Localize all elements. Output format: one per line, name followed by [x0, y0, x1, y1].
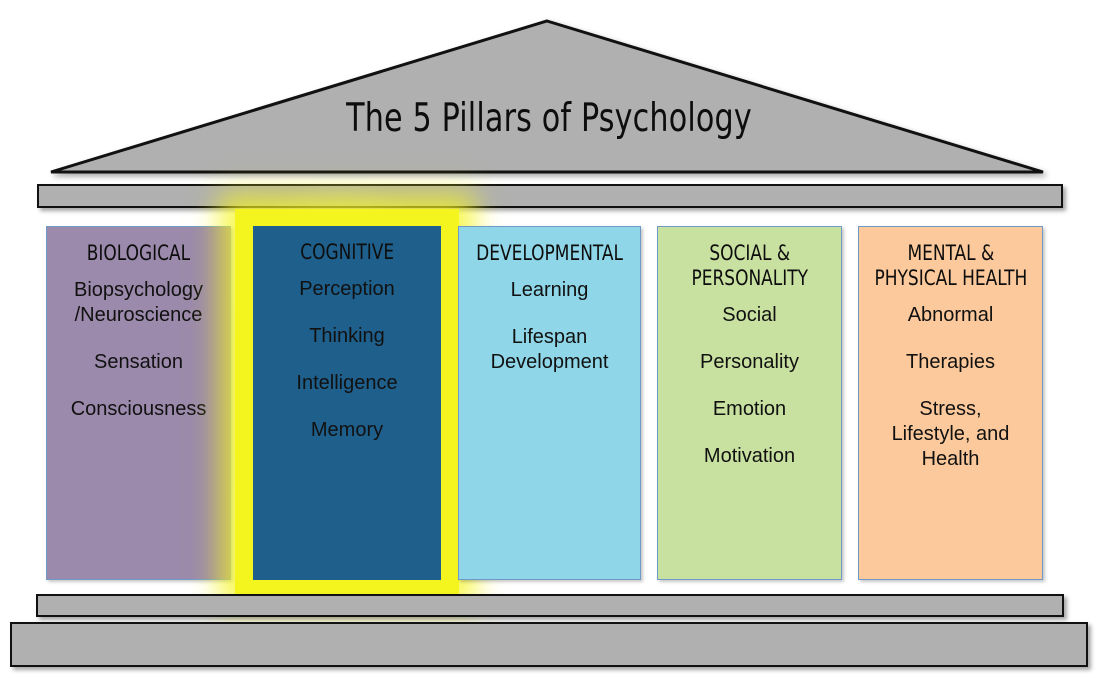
pillar-item[interactable]: Lifespan Development: [490, 326, 609, 373]
pillar-item[interactable]: Social: [722, 304, 777, 326]
pillar-item[interactable]: Biopsychology /Neuroscience: [74, 279, 203, 326]
pillar-item[interactable]: Sensation: [94, 351, 183, 373]
pillar-item[interactable]: Learning: [510, 279, 589, 301]
pillar-item[interactable]: Emotion: [712, 398, 787, 420]
pillar-item[interactable]: Thinking: [309, 325, 385, 347]
pillar-item[interactable]: Intelligence: [296, 372, 398, 394]
pillar-heading-social-personality: SOCIAL & PERSONALITY: [691, 241, 808, 290]
pillar-item[interactable]: Personality: [700, 351, 799, 373]
pillar-item[interactable]: Perception: [299, 278, 395, 300]
stylobate-beam: [36, 594, 1064, 617]
page-title: The 5 Pillars of Psychology: [346, 96, 752, 141]
pillar-heading-developmental: DEVELOPMENTAL: [476, 241, 623, 265]
pediment: The 5 Pillars of Psychology: [0, 0, 1098, 180]
pillar-heading-cognitive: COGNITIVE: [300, 240, 394, 264]
pillar-item[interactable]: Memory: [310, 419, 384, 441]
base-beam: [10, 622, 1088, 667]
pillar-item[interactable]: Motivation: [703, 445, 796, 467]
pillar-heading-biological: BIOLOGICAL: [86, 241, 191, 265]
pediment-triangle: [50, 19, 1044, 174]
pillar-item[interactable]: Therapies: [906, 351, 995, 373]
pillar-heading-mental-physical-health: MENTAL & PHYSICAL HEALTH: [874, 241, 1027, 290]
pillar-item[interactable]: Abnormal: [907, 304, 994, 326]
pillar-item[interactable]: Stress, Lifestyle, and Health: [891, 398, 1010, 470]
pillar-item[interactable]: Consciousness: [70, 398, 207, 420]
